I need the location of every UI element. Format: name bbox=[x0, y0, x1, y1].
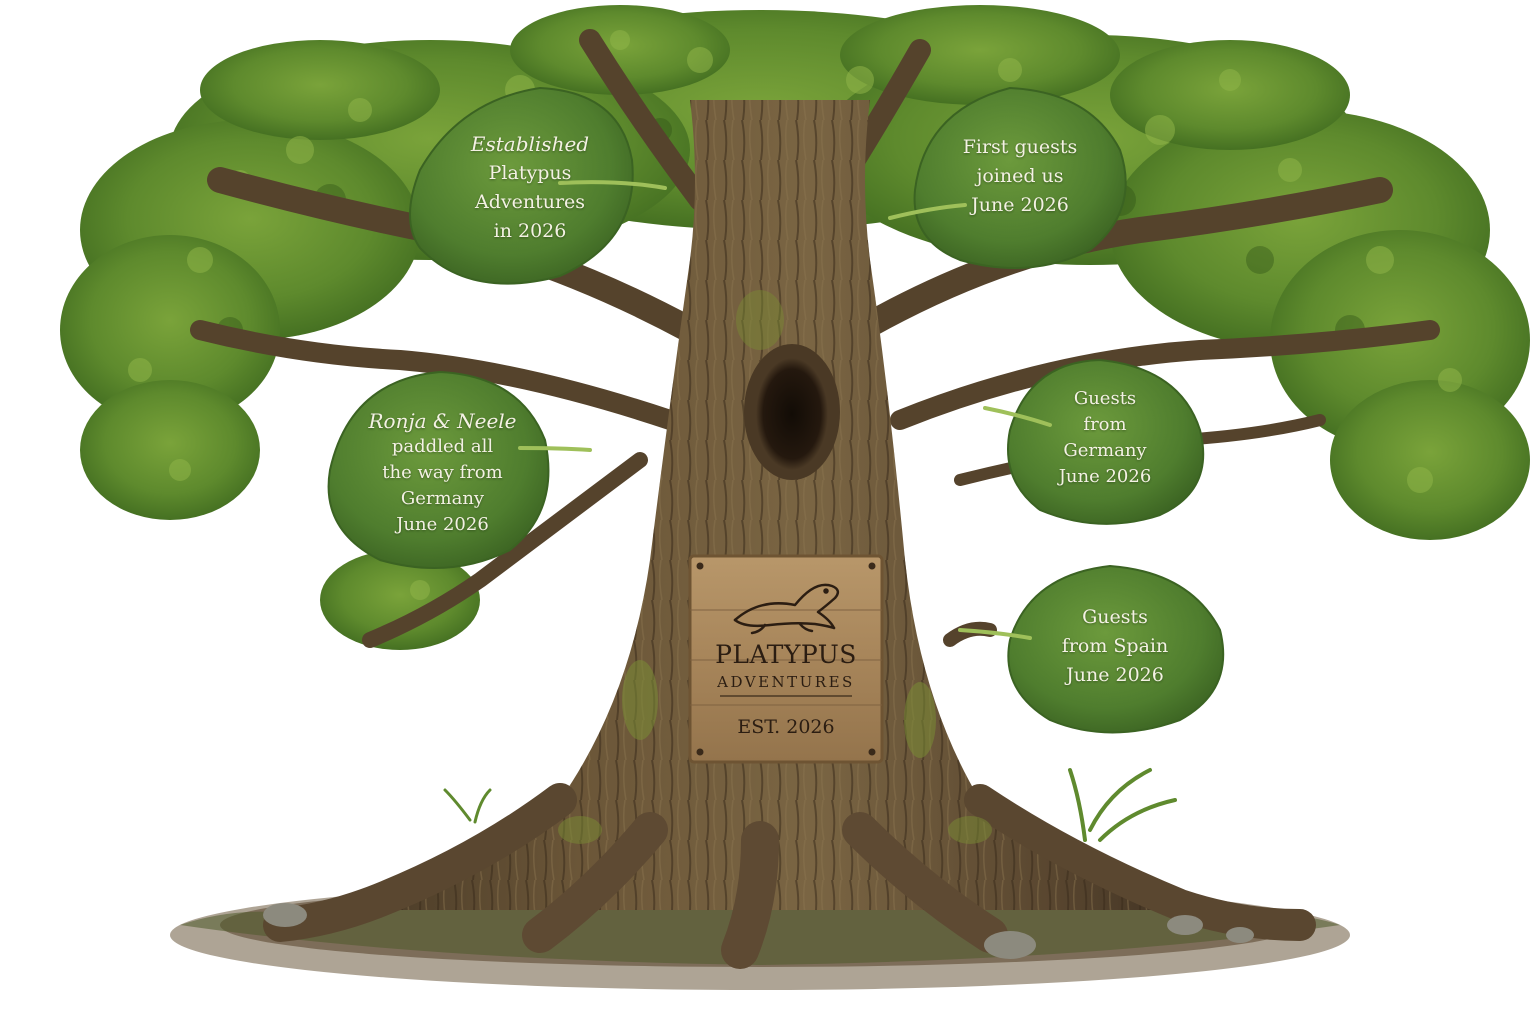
foliage-texture bbox=[128, 30, 1462, 600]
platypus-icon bbox=[733, 583, 840, 635]
fern-right bbox=[1068, 768, 1177, 842]
leaf-guests-germany-shape bbox=[983, 358, 1205, 525]
fern-left bbox=[443, 788, 492, 824]
rocks bbox=[263, 903, 1254, 959]
leaf-established-shape bbox=[409, 86, 667, 285]
leaf-ronja-neele-shape bbox=[327, 370, 592, 569]
trunk bbox=[263, 100, 1316, 969]
wooden-sign bbox=[688, 554, 884, 764]
tree-hollow bbox=[744, 344, 840, 480]
leaf-first-guests-shape bbox=[888, 86, 1127, 269]
leaf-guests-spain-shape bbox=[958, 564, 1225, 734]
